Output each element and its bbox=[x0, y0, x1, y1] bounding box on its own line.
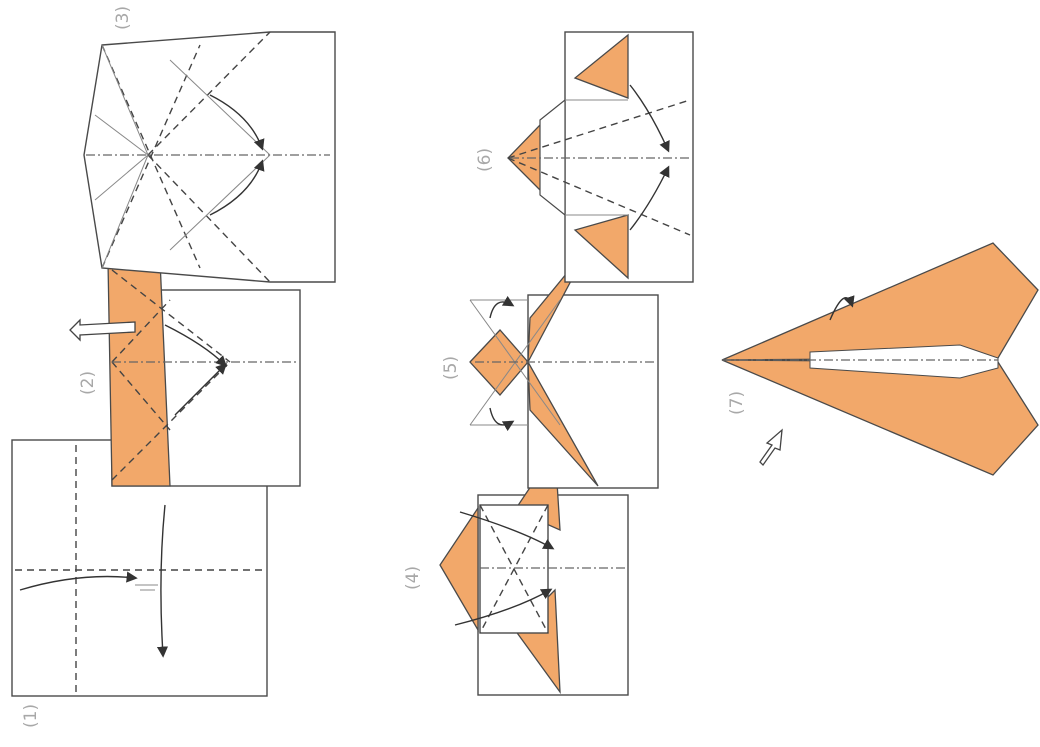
step-3-paper bbox=[83, 31, 336, 283]
fold-arrow-icon bbox=[829, 295, 855, 321]
step-7-wing-top bbox=[721, 242, 1039, 361]
fold-arrow-icon bbox=[629, 165, 670, 231]
step-5-label: (5) bbox=[441, 356, 461, 380]
step-6-paper bbox=[564, 31, 694, 283]
step-6-flap-bottom bbox=[573, 214, 629, 280]
fold-arrow-icon bbox=[489, 295, 515, 319]
step-5-paper bbox=[527, 294, 659, 489]
fold-arrow-icon bbox=[209, 94, 265, 151]
step-4-label: (4) bbox=[403, 566, 423, 590]
step-2-figure: (2) bbox=[69, 259, 301, 487]
fold-arrow-icon bbox=[489, 407, 515, 432]
fold-arrow-icon bbox=[459, 511, 555, 550]
step-5-flap-bottom bbox=[527, 361, 599, 487]
fold-arrow-icon bbox=[19, 571, 138, 591]
step-3-label: (3) bbox=[113, 6, 133, 30]
fold-arrow-icon bbox=[454, 588, 553, 626]
step-4-figure: (4) bbox=[403, 448, 629, 696]
fold-arrow-icon bbox=[164, 324, 227, 367]
fold-arrow-icon bbox=[174, 363, 227, 416]
fold-arrow-icon bbox=[629, 84, 670, 153]
step-7-label: (7) bbox=[727, 391, 747, 415]
step-6-figure: (6) bbox=[475, 31, 694, 283]
fold-arrow-icon bbox=[209, 159, 265, 216]
turn-over-arrow-icon bbox=[69, 318, 136, 342]
step-7-figure: (7) bbox=[721, 242, 1039, 476]
step-7-wing-bottom bbox=[721, 359, 1039, 476]
push-arrow-icon bbox=[759, 428, 783, 467]
fold-arrow-icon bbox=[156, 504, 169, 658]
step-2-label: (2) bbox=[78, 371, 98, 395]
step-1-label: (1) bbox=[21, 704, 41, 728]
step-6-label: (6) bbox=[475, 148, 495, 172]
step-3-figure: (3) bbox=[83, 6, 336, 283]
step-6-flap-top bbox=[573, 33, 629, 99]
step-4-flap-left bbox=[439, 505, 479, 633]
step-5-figure: (5) bbox=[441, 244, 659, 489]
